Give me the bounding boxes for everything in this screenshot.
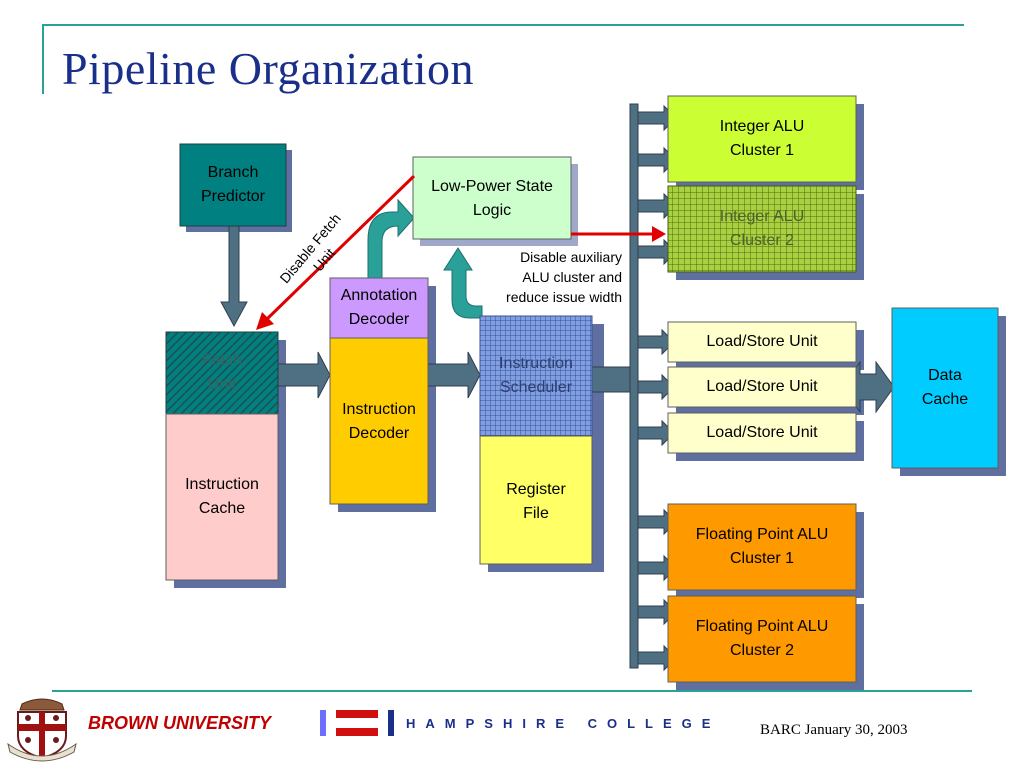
title-rule-left	[42, 24, 44, 94]
annotation-decoder-label: Annotation Decoder	[340, 287, 418, 328]
low-power-logic-label: Low-Power State Logic	[431, 178, 553, 219]
load-store-1-box	[667, 321, 857, 363]
title-rule-top	[42, 24, 964, 26]
int-alu-2-box	[667, 185, 857, 273]
branch-predictor-box	[179, 143, 287, 227]
hampshire-college-logo	[320, 710, 394, 736]
branch-predictor-label: Branch Predictor	[200, 164, 266, 205]
instruction-scheduler-box	[479, 315, 593, 437]
instruction-cache-box	[165, 413, 279, 581]
fp-alu-2-label: Floating Point ALU Cluster 2	[695, 618, 829, 659]
disable-fetch-red-arrow	[256, 174, 416, 330]
fetch-unit-box	[165, 331, 279, 415]
scheduler-to-logic-arrow	[443, 247, 483, 319]
int-alu-2-label: Integer ALU Cluster 2	[719, 208, 805, 249]
load-store-2-label: Load/Store Unit	[706, 378, 818, 395]
instruction-decoder-box	[329, 337, 429, 505]
decoder-to-scheduler-arrow	[427, 351, 481, 399]
fetch-unit-label: Fetch Unit	[201, 352, 242, 393]
disable-auxiliary-annotation: Disable auxiliary ALU cluster and reduce…	[506, 249, 622, 305]
bus-stub-arrows	[637, 104, 677, 672]
register-file-label: Register File	[506, 481, 566, 522]
branch-to-fetch-arrow	[220, 225, 248, 328]
instruction-cache-label: Instruction Cache	[185, 476, 259, 517]
int-alu-1-box	[667, 95, 857, 183]
register-file-box	[479, 435, 593, 565]
fp-alu-1-label: Floating Point ALU Cluster 1	[695, 526, 829, 567]
fetch-to-decoder-arrow	[277, 351, 331, 399]
fp-alu-1-box	[667, 503, 857, 591]
footer-date: BARC January 30, 2003	[760, 722, 908, 738]
slide-title: Pipeline Organization	[62, 43, 475, 94]
disable-aux-red-arrow	[571, 226, 666, 242]
issue-bus	[629, 103, 639, 669]
int-alu-1-label: Integer ALU Cluster 1	[719, 118, 805, 159]
footer-rule	[52, 690, 972, 692]
load-store-3-label: Load/Store Unit	[706, 424, 818, 441]
load-store-3-box	[667, 412, 857, 454]
data-cache-label: Data Cache	[921, 367, 969, 408]
load-store-1-label: Load/Store Unit	[706, 333, 818, 350]
low-power-logic-box	[412, 156, 572, 240]
scheduler-to-bus-arrow	[591, 366, 635, 393]
annotation-decoder-box	[329, 277, 429, 339]
brown-university-label: BROWN UNIVERSITY	[88, 713, 272, 733]
fp-alu-2-box	[667, 595, 857, 683]
brown-university-seal	[7, 698, 77, 762]
hampshire-college-label: HAMPSHIRE COLLEGE	[406, 716, 721, 731]
instruction-scheduler-label: Instruction Scheduler	[499, 355, 573, 396]
instruction-decoder-label: Instruction Decoder	[342, 401, 416, 442]
data-cache-box	[891, 307, 999, 469]
load-store-2-box	[667, 366, 857, 408]
